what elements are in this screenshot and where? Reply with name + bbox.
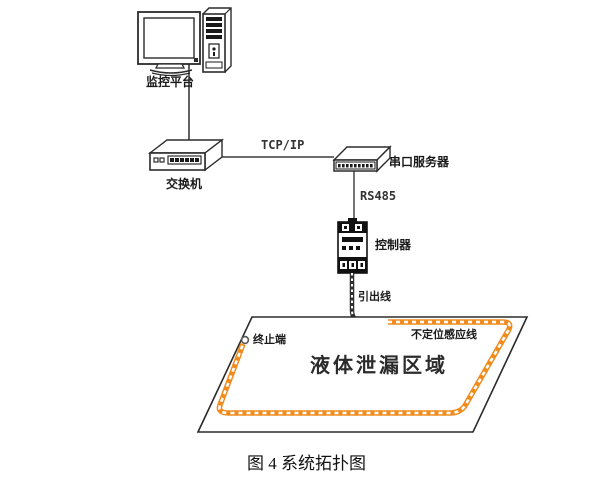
monitor-icon [137, 11, 201, 77]
switch-icon [147, 138, 225, 172]
figure-caption: 图 4 系统拓扑图 [247, 454, 366, 473]
sensing-cable-icon [216, 319, 513, 416]
controller-label: 控制器 [375, 238, 412, 252]
leak-area-label: 液体泄漏区域 [310, 353, 448, 377]
sensing-cable-label: 不定位感应线 [411, 328, 477, 341]
leadout-wire-label: 引出线 [358, 290, 391, 303]
tower-pc-icon [202, 7, 232, 74]
tcpip-label: TCP/IP [261, 138, 305, 152]
termination-end-label: 终止端 [253, 333, 286, 346]
controller-icon [337, 218, 368, 274]
leak-area-shape [196, 316, 529, 433]
monitor-label: 监控平台 [146, 75, 195, 89]
termination-end-icon [240, 335, 250, 345]
serial-server-label: 串口服务器 [389, 155, 450, 169]
rs485-label: RS485 [360, 189, 397, 203]
serial-server-icon [332, 145, 392, 173]
switch-label: 交换机 [166, 177, 203, 191]
